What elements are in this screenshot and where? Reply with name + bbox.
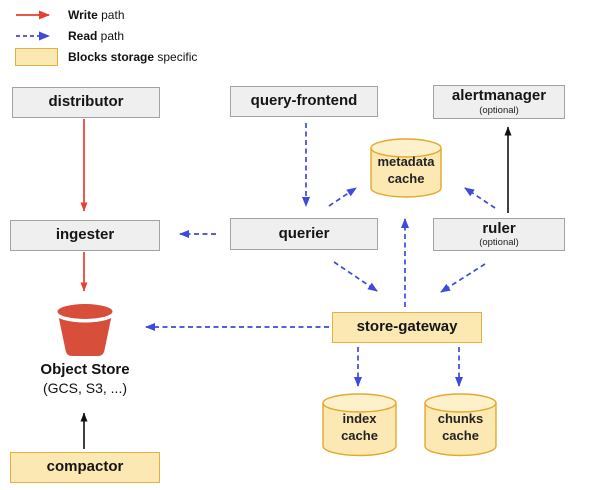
alertmanager-label: alertmanager <box>451 87 547 105</box>
legend-write-label: Write path <box>68 8 125 22</box>
cylinder-icon <box>322 393 397 457</box>
arrow-ruler-to-store-gateway <box>440 263 486 293</box>
querier-label: querier <box>278 224 330 242</box>
ingester-label: ingester <box>55 226 115 244</box>
cylinder-icon <box>370 138 442 198</box>
store-gateway-label: store-gateway <box>356 318 458 336</box>
legend: Write path Read path Blocks storage spec… <box>15 6 197 66</box>
index-cache-label: index cache <box>341 411 378 443</box>
node-alertmanager: alertmanager (optional) <box>433 85 565 119</box>
node-metadata-cache: metadata cache <box>370 138 442 198</box>
node-ruler: ruler (optional) <box>433 218 565 251</box>
node-store-gateway: store-gateway <box>332 312 482 343</box>
node-compactor: compactor <box>10 452 160 483</box>
metadata-cache-label: metadata cache <box>377 154 435 186</box>
write-path-arrow-icon <box>15 9 61 21</box>
object-store-label: Object Store (GCS, S3, ...) <box>40 361 130 396</box>
alertmanager-note: (optional) <box>479 104 519 116</box>
compactor-label: compactor <box>46 458 124 476</box>
legend-blocks-storage: Blocks storage specific <box>15 48 197 66</box>
ruler-label: ruler <box>482 219 516 237</box>
query-frontend-label: query-frontend <box>250 92 358 110</box>
node-query-frontend: query-frontend <box>230 86 378 117</box>
distributor-label: distributor <box>48 93 124 111</box>
legend-write-path: Write path <box>15 6 197 24</box>
node-distributor: distributor <box>12 87 160 118</box>
node-index-cache: index cache <box>322 393 397 457</box>
blocks-storage-box-icon <box>15 48 61 66</box>
read-path-arrow-icon <box>15 30 61 42</box>
legend-read-path: Read path <box>15 27 197 45</box>
legend-blocks-label: Blocks storage specific <box>68 50 198 64</box>
ruler-note: (optional) <box>479 237 519 249</box>
chunks-cache-label: chunks cache <box>437 411 484 443</box>
node-chunks-cache: chunks cache <box>424 393 497 457</box>
arrow-ruler-to-metadata-cache <box>464 187 496 209</box>
node-ingester: ingester <box>10 220 160 251</box>
legend-read-label: Read path <box>68 29 125 43</box>
bucket-icon <box>55 304 115 356</box>
cylinder-icon <box>424 393 497 457</box>
node-querier: querier <box>230 218 378 250</box>
node-object-store <box>55 299 115 358</box>
arrow-querier-to-store-gateway <box>333 261 378 292</box>
arrow-querier-to-metadata-cache <box>328 187 357 207</box>
